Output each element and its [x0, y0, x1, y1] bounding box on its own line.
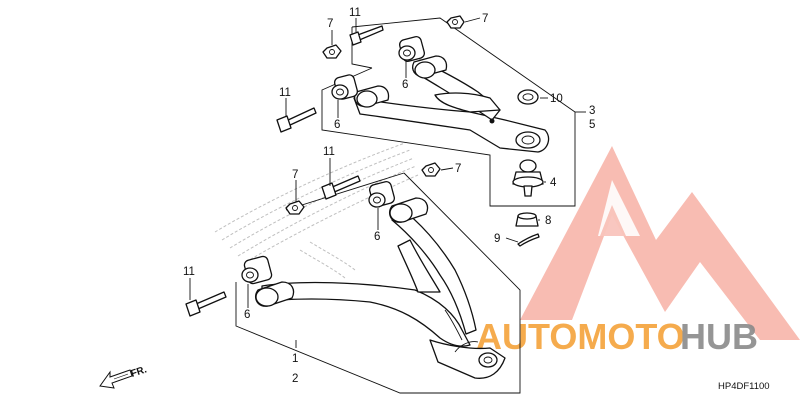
upper-arm [353, 55, 550, 153]
callout-8-castle-nut: 8 [545, 215, 551, 227]
ghost-outline [214, 142, 419, 279]
callout-2-lower-arm: 2 [292, 373, 298, 385]
callout-1-lower-arm: 1 [292, 353, 298, 365]
front-arrow-icon [99, 369, 133, 389]
lower-bushing-rear [368, 181, 395, 208]
callout-7-lower-left: 7 [292, 169, 298, 181]
callout-numbers: 7 11 6 7 6 10 3 5 11 4 11 7 7 8 6 9 11 6… [183, 7, 595, 385]
leader-lines [189, 17, 586, 348]
lower-bolt-left [185, 291, 227, 317]
callout-6-lower-front: 6 [244, 309, 250, 321]
callout-6-upper-front: 6 [334, 119, 340, 131]
upper-bushing-front [331, 74, 359, 100]
lower-bolt-top [321, 175, 361, 200]
callout-9-cotter-pin: 9 [494, 233, 500, 245]
callout-11-lower-left: 11 [183, 266, 195, 278]
lower-arm-assembly [185, 162, 521, 394]
lower-bushing-front [241, 255, 273, 285]
callout-4-ball-joint: 4 [550, 177, 557, 189]
upper-nut-left [322, 44, 342, 59]
callout-7-upper-right: 7 [482, 13, 488, 25]
callout-10-washer: 10 [550, 93, 563, 105]
callout-3-upper-arm: 3 [589, 105, 595, 117]
watermark-text: AUTOMOTO HUB [476, 316, 758, 357]
watermark-brand-text: AUTOMOTO [476, 316, 685, 357]
upper-bolt-left [276, 107, 317, 133]
callout-6-lower-rear: 6 [374, 231, 380, 243]
callout-7-lower-right: 7 [455, 163, 461, 175]
washer-10 [517, 89, 539, 105]
upper-arm-assembly [276, 15, 576, 247]
callout-6-upper-rear: 6 [402, 79, 408, 91]
front-direction-label: FR. [130, 364, 149, 380]
callout-7-upper-left: 7 [327, 18, 333, 30]
callout-11-upper-top: 11 [349, 7, 361, 19]
upper-nut-right [446, 15, 465, 29]
ball-joint [512, 159, 544, 197]
front-direction-indicator: FR. [99, 364, 149, 389]
upper-bushing-rear [398, 36, 425, 62]
lower-nut-left [285, 200, 305, 215]
callout-5-upper-arm: 5 [589, 119, 595, 131]
callout-11-lower-top: 11 [323, 146, 335, 158]
watermark-logo [520, 146, 800, 340]
lower-arm [254, 197, 506, 379]
callout-11-upper-left: 11 [279, 87, 291, 99]
cotter-pin [517, 233, 540, 247]
diagram-code: HP4DF1100 [718, 381, 770, 392]
lower-nut-right [421, 162, 441, 177]
castle-nut [515, 212, 539, 227]
watermark-brand-suffix: HUB [680, 316, 758, 357]
upper-bolt-top [349, 25, 384, 46]
